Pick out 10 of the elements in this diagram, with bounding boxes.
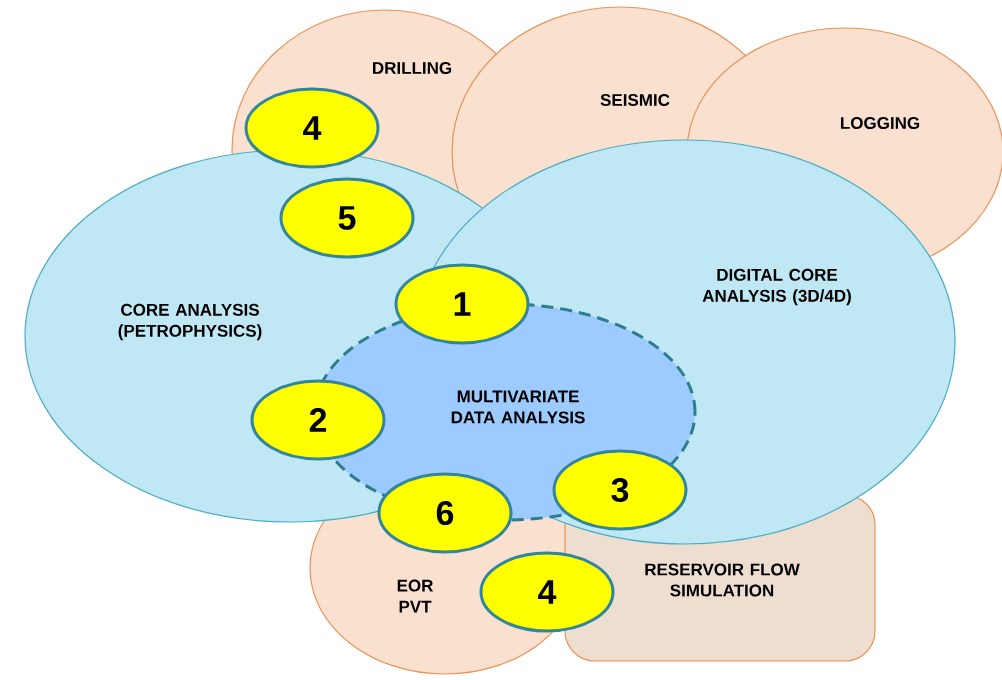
area-label: RESERVOIR FLOW SIMULATION [645,563,800,597]
area-label: EOR PVT [397,579,434,613]
number-badge: 5 [279,177,415,259]
area-label: DRILLING [373,62,452,74]
area-label: DIGITAL CORE ANALYSIS (3D/4D) [702,268,851,306]
area-label: SEISMIC [600,94,670,106]
area-label: MULTIVARIATE DATA ANALYSIS [451,390,585,424]
area-label: LOGGING [841,117,920,129]
number-badge: 4 [479,551,615,633]
area-label: CORE ANALYSIS (PETROPHYSICS) [118,303,262,341]
